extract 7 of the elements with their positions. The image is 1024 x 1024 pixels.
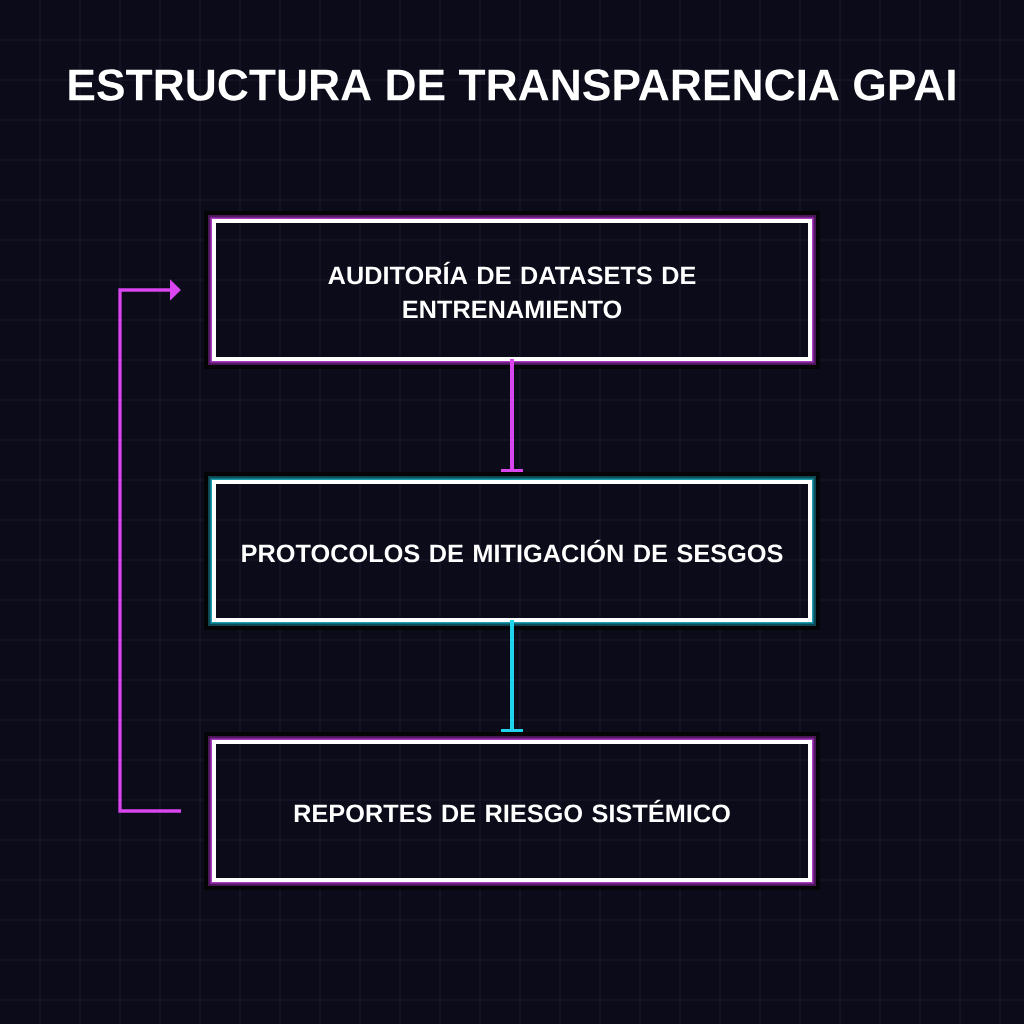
process-box: REPORTES DE RIESGO SISTÉMICO — [204, 732, 820, 890]
process-box: AUDITORÍA DE DATASETS DE ENTRENAMIENTO — [204, 211, 820, 369]
arrow — [118, 279, 181, 813]
connector-line — [501, 620, 523, 732]
connector-line — [501, 359, 523, 472]
title: ESTRUCTURA DE TRANSPARENCIA GPAI — [69, 69, 955, 101]
process-box: PROTOCOLOS DE MITIGACIÓN DE SESGOS — [204, 472, 820, 630]
